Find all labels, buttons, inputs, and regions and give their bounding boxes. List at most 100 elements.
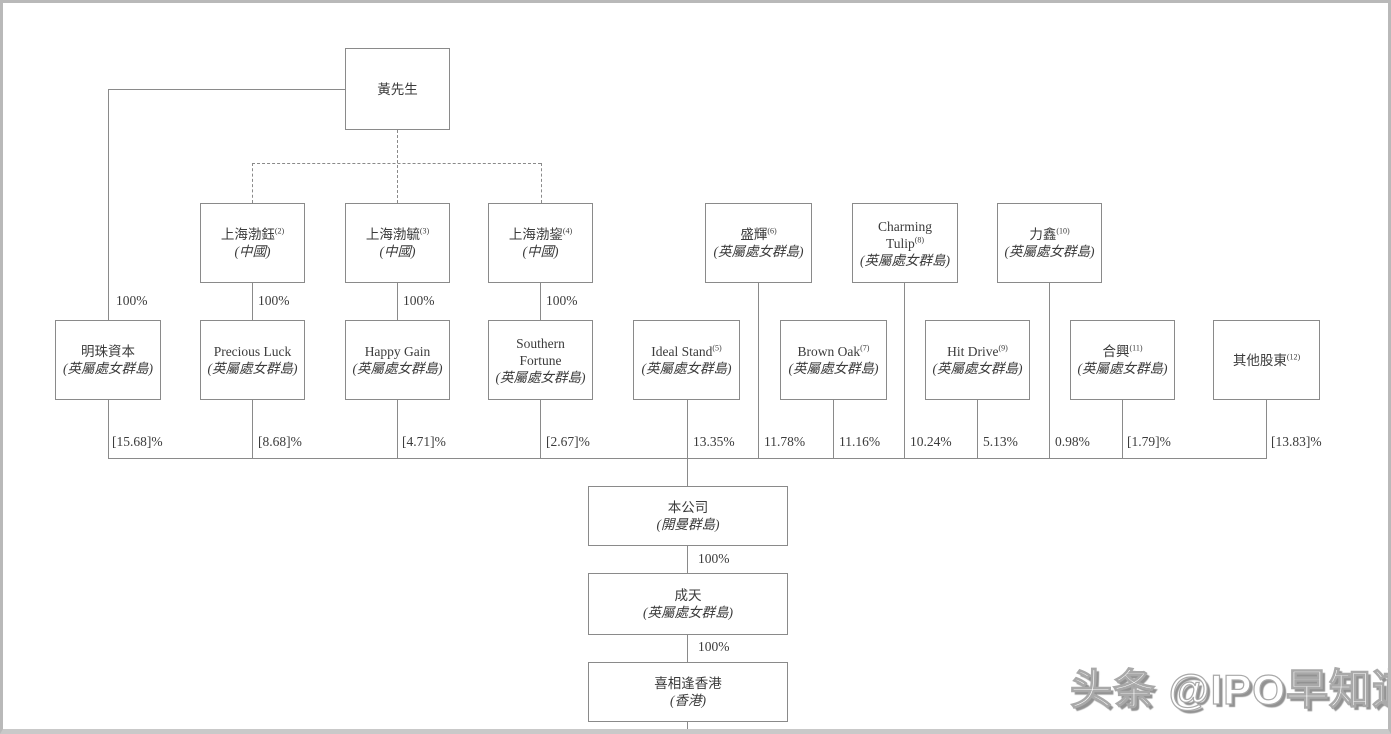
node-happy-gain: Happy Gain (英屬處女群島) xyxy=(345,320,450,400)
entity-name: Happy Gain xyxy=(364,344,431,359)
node-lixin: 力鑫(10)(英屬處女群島) xyxy=(997,203,1102,283)
node-hit-drive: Hit Drive(9) (英屬處女群島) xyxy=(925,320,1030,400)
dashed-connector-line xyxy=(252,163,253,203)
connector-line xyxy=(1122,400,1123,458)
entity-name: Southern xyxy=(516,335,565,351)
footnote-superscript: (3) xyxy=(419,226,430,236)
pct-happy-gain: [4.71]% xyxy=(402,434,446,449)
pct-boyu-precious: 100% xyxy=(258,293,290,308)
entity-name: 喜相逢香港 xyxy=(654,676,722,691)
pct-mingzhu: [15.68]% xyxy=(112,434,163,449)
pct-boyu2-happy: 100% xyxy=(403,293,435,308)
node-ideal-stand: Ideal Stand(5) (英屬處女群島) xyxy=(633,320,740,400)
entity-name: 本公司 xyxy=(667,500,709,515)
pct-chengtian-xxf: 100% xyxy=(698,639,730,654)
node-shanghai-boyun: 上海渤鋆(4) (中國) xyxy=(488,203,593,283)
footnote-superscript: (10) xyxy=(1056,226,1070,236)
pct-charming-tulip: 10.24% xyxy=(910,434,952,449)
pct-boyun-southern: 100% xyxy=(546,293,578,308)
entity-jurisdiction: (中國) xyxy=(234,244,271,259)
footnote-superscript: (7) xyxy=(860,343,870,353)
entity-name: 其他股東(12) xyxy=(1232,352,1301,368)
entity-jurisdiction: (香港) xyxy=(670,693,706,708)
pct-huang-mingzhu: 100% xyxy=(116,293,148,308)
connector-line xyxy=(397,400,398,458)
pct-other-shareholders: [13.83]% xyxy=(1271,434,1322,449)
connector-line xyxy=(758,283,759,458)
footnote-superscript: (6) xyxy=(767,226,777,236)
pct-brown-oak: 11.16% xyxy=(839,434,881,449)
pct-ideal-stand: 13.35% xyxy=(693,434,735,449)
pct-shenghui: 11.78% xyxy=(764,434,806,449)
entity-name: 成天 xyxy=(674,588,702,603)
node-shenghui: 盛輝(6) (英屬處女群島) xyxy=(705,203,812,283)
connector-line xyxy=(252,400,253,458)
pct-company-chengtian: 100% xyxy=(698,551,730,566)
footnote-superscript: (11) xyxy=(1129,343,1143,353)
entity-jurisdiction: (英屬處女群島) xyxy=(860,252,950,268)
connector-line xyxy=(977,400,978,458)
entity-name: 力鑫(10) xyxy=(1029,226,1070,242)
entity-name: Ideal Stand(5) xyxy=(651,343,722,359)
entity-jurisdiction: (英屬處女群島) xyxy=(932,361,1023,376)
entity-jurisdiction: (英屬處女群島) xyxy=(643,605,733,620)
node-chengtian: 成天 (英屬處女群島) xyxy=(588,573,788,635)
connector-line xyxy=(540,400,541,458)
connector-line xyxy=(1049,283,1050,458)
entity-name: Hit Drive(9) xyxy=(947,343,1008,359)
entity-name: 黃先生 xyxy=(377,81,418,97)
entity-name: 盛輝(6) xyxy=(740,226,777,242)
entity-jurisdiction: (中國) xyxy=(522,244,559,259)
entity-jurisdiction: (英屬處女群島) xyxy=(495,369,586,385)
node-shanghai-boyu2: 上海渤毓(3) (中國) xyxy=(345,203,450,283)
entity-jurisdiction: (英屬處女群島) xyxy=(713,244,804,259)
connector-line xyxy=(108,89,345,90)
watermark-toutiao-ipo-zaozhidao: 头条 @IPO早知道 xyxy=(1069,665,1391,713)
node-the-company: 本公司 (開曼群島) xyxy=(588,486,788,546)
dashed-connector-line xyxy=(397,130,398,203)
connector-line xyxy=(397,283,398,320)
connector-line xyxy=(687,722,688,731)
connector-line xyxy=(252,283,253,320)
pct-southern-fortune: [2.67]% xyxy=(546,434,590,449)
connector-line xyxy=(108,400,109,458)
footnote-superscript: (2) xyxy=(274,226,285,236)
node-other-shareholders: 其他股東(12) xyxy=(1213,320,1320,400)
entity-name: 明珠資本 xyxy=(81,344,135,359)
node-shanghai-boyu: 上海渤鈺(2) (中國) xyxy=(200,203,305,283)
footnote-superscript: (4) xyxy=(562,226,573,236)
pct-lixin: 0.98% xyxy=(1055,434,1090,449)
connector-line xyxy=(904,283,905,458)
node-mingzhu-capital: 明珠資本 (英屬處女群島) xyxy=(55,320,161,400)
entity-name: 上海渤鋆(4) xyxy=(508,226,573,242)
entity-name: Charming xyxy=(878,218,932,234)
entity-jurisdiction: (英屬處女群島) xyxy=(352,361,443,376)
connector-line xyxy=(687,400,688,458)
dashed-connector-line xyxy=(252,163,541,164)
footnote-superscript: (9) xyxy=(998,343,1008,353)
entity-jurisdiction: (開曼群島) xyxy=(656,517,720,532)
entity-name: 合興(11) xyxy=(1102,343,1143,359)
node-brown-oak: Brown Oak(7)(英屬處女群島) xyxy=(780,320,887,400)
node-hexing: 合興(11) (英屬處女群島) xyxy=(1070,320,1175,400)
entity-name: 上海渤毓(3) xyxy=(365,226,430,242)
connector-line xyxy=(108,89,109,320)
entity-jurisdiction: (中國) xyxy=(379,244,416,259)
connector-line xyxy=(833,400,834,458)
entity-name: 上海渤鈺(2) xyxy=(220,226,285,242)
entity-jurisdiction: (英屬處女群島) xyxy=(63,361,153,376)
entity-jurisdiction: (英屬處女群島) xyxy=(641,361,732,376)
connector-line xyxy=(687,458,688,486)
footnote-superscript: (5) xyxy=(712,343,722,353)
entity-jurisdiction: (英屬處女群島) xyxy=(207,361,298,376)
node-precious-luck: Precious Luck(英屬處女群島) xyxy=(200,320,305,400)
connector-line xyxy=(687,546,688,573)
entity-name: Fortune xyxy=(519,352,562,368)
entity-jurisdiction: (英屬處女群島) xyxy=(1077,361,1168,376)
connector-line xyxy=(687,635,688,662)
pct-precious-luck: [8.68]% xyxy=(258,434,302,449)
